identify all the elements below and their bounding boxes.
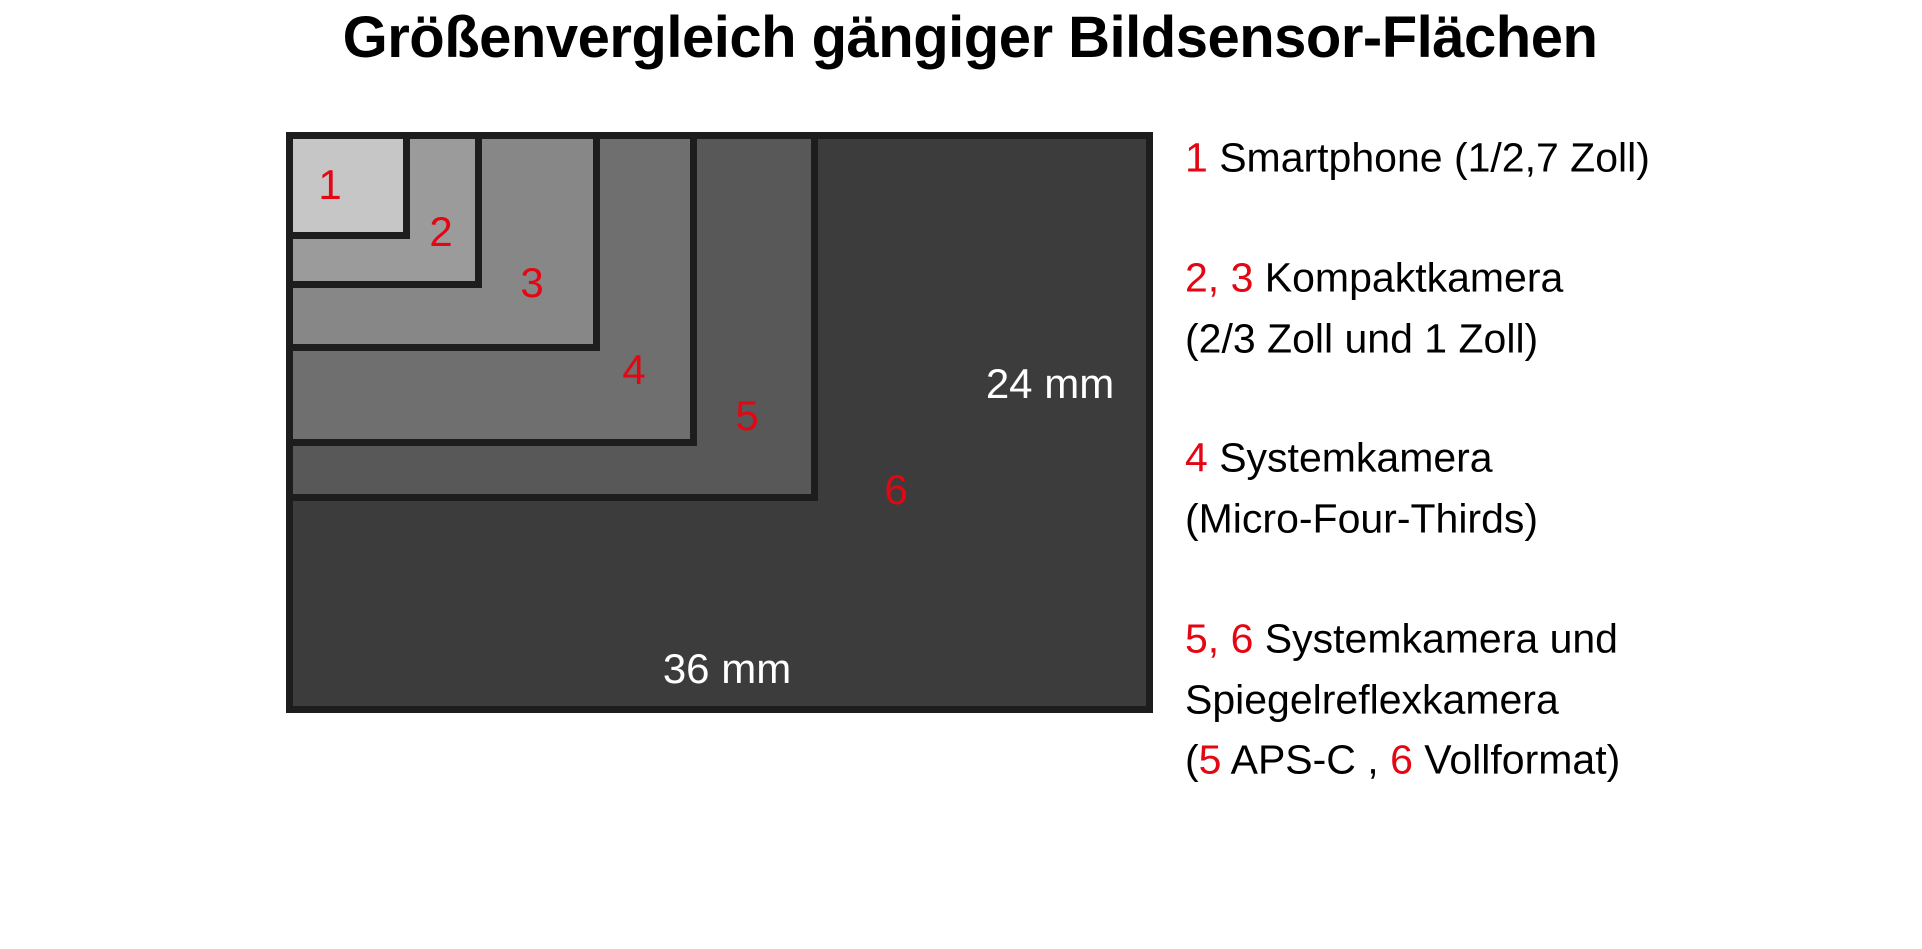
sensor-1-smartphone <box>286 132 410 239</box>
sensor-label-6: 6 <box>884 466 908 513</box>
legend-text: Systemkamera <box>1207 434 1493 481</box>
legend-text: Vollformat) <box>1412 736 1621 783</box>
legend-number: 6 <box>1390 736 1413 783</box>
legend-item-formats: (5 APS-C , 6 Vollformat) <box>1185 736 1621 783</box>
sensor-label-3: 3 <box>520 259 544 306</box>
legend-text: Kompaktkamera <box>1253 254 1564 301</box>
legend-number: 2, 3 <box>1185 254 1254 301</box>
sensor-label-5: 5 <box>735 392 759 439</box>
legend-text: ( <box>1185 736 1199 783</box>
legend-item-system-detail: (Micro-Four-Thirds) <box>1185 495 1539 542</box>
legend-text: APS-C , <box>1221 736 1391 783</box>
width-dimension: 36 mm <box>662 645 792 692</box>
legend-number: 4 <box>1185 434 1208 481</box>
legend-item-compact-detail: (2/3 Zoll und 1 Zoll) <box>1185 315 1539 362</box>
page-title: Größenvergleich gängiger Bildsensor-Fläc… <box>342 5 1598 70</box>
legend-number: 5 <box>1198 736 1222 783</box>
legend-text: Systemkamera und <box>1253 615 1618 662</box>
sensor-label-2: 2 <box>429 208 453 255</box>
legend-number: 5, 6 <box>1185 615 1254 662</box>
legend-text: Smartphone (1/2,7 Zoll) <box>1207 134 1650 181</box>
legend-number: 1 <box>1185 134 1208 181</box>
sensor-label-4: 4 <box>622 346 646 393</box>
legend-item-system-dslr: 5, 6 Systemkamera und <box>1185 615 1618 662</box>
height-dimension: 24 mm <box>985 360 1115 407</box>
legend-item-system: 4 Systemkamera <box>1185 434 1493 481</box>
sensor-label-1: 1 <box>318 161 342 208</box>
legend-item-smartphone: 1 Smartphone (1/2,7 Zoll) <box>1185 134 1650 181</box>
legend-item-dslr: Spiegelreflexkamera <box>1185 676 1559 723</box>
legend-item-compact: 2, 3 Kompaktkamera <box>1185 254 1564 301</box>
